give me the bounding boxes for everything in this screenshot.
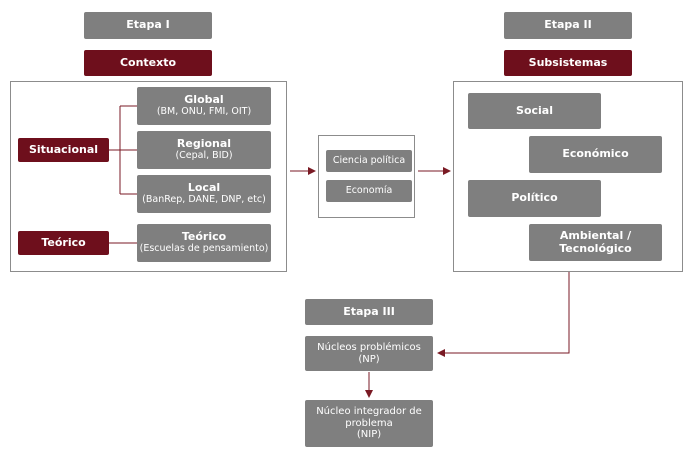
- stage1-header-text: Contexto: [119, 55, 177, 69]
- teorico-title: Teórico: [181, 230, 227, 244]
- arrow-stage2-np: [437, 272, 570, 357]
- economico-text: Económico: [562, 147, 629, 161]
- ciencia-politica-box: Ciencia política: [326, 150, 412, 172]
- situational-label-text: Situacional: [28, 142, 99, 156]
- local-title: Local: [187, 181, 221, 195]
- theoretical-label: Teórico: [18, 231, 109, 255]
- nip-line3: (NIP): [356, 429, 382, 441]
- nip-box: Núcleo integrador de problema (NIP): [305, 400, 433, 447]
- economico-box: Económico: [529, 136, 662, 173]
- ambiental-box: Ambiental / Tecnológico: [529, 224, 662, 261]
- np-box: Núcleos problémicos (NP): [305, 336, 433, 371]
- stage3-label-text: Etapa III: [343, 304, 395, 318]
- economia-text: Economía: [345, 184, 393, 196]
- ambiental-line2: Tecnológico: [559, 241, 632, 255]
- nip-line1: Núcleo integrador de: [316, 406, 422, 418]
- global-box: Global (BM, ONU, FMI, OIT): [137, 87, 271, 125]
- theoretical-label-text: Teórico: [41, 235, 86, 249]
- np-line2: (NP): [358, 353, 380, 365]
- stage1-label-text: Etapa I: [126, 18, 170, 32]
- teorico-box: Teórico (Escuelas de pensamiento): [137, 224, 271, 262]
- ciencia-politica-text: Ciencia política: [332, 154, 406, 166]
- np-line1: Núcleos problémicos: [317, 342, 421, 353]
- regional-title: Regional: [176, 137, 232, 151]
- global-title: Global: [184, 93, 224, 107]
- stage3-label: Etapa III: [305, 299, 433, 325]
- stage2-label: Etapa II: [504, 12, 632, 39]
- social-text: Social: [516, 103, 553, 117]
- ambiental-line1: Ambiental /: [559, 228, 632, 242]
- economia-box: Economía: [326, 180, 412, 202]
- stage2-label-text: Etapa II: [544, 18, 592, 32]
- stage2-header: Subsistemas: [504, 50, 632, 76]
- local-box: Local (BanRep, DANE, DNP, etc): [137, 175, 271, 213]
- politico-box: Político: [468, 180, 601, 217]
- teorico-sub: (Escuelas de pensamiento): [139, 242, 269, 254]
- middle-frame: [318, 135, 415, 218]
- global-sub: (BM, ONU, FMI, OIT): [156, 105, 252, 117]
- nip-line2: problema: [345, 417, 393, 429]
- regional-box: Regional (Cepal, BID): [137, 131, 271, 169]
- local-sub: (BanRep, DANE, DNP, etc): [142, 193, 266, 205]
- stage2-header-text: Subsistemas: [528, 55, 608, 69]
- social-box: Social: [468, 93, 601, 129]
- politico-text: Político: [511, 191, 558, 205]
- stage1-label: Etapa I: [84, 12, 212, 39]
- regional-sub: (Cepal, BID): [175, 149, 233, 161]
- stage1-header: Contexto: [84, 50, 212, 76]
- situational-label: Situacional: [18, 138, 109, 162]
